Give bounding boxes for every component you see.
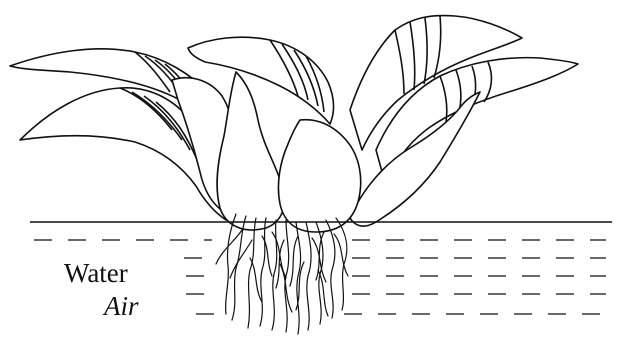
air-label: Air	[104, 293, 139, 320]
bulb-right	[278, 120, 360, 232]
roots	[216, 214, 348, 334]
bulb-left	[217, 72, 284, 230]
water-label: Water	[64, 260, 128, 287]
